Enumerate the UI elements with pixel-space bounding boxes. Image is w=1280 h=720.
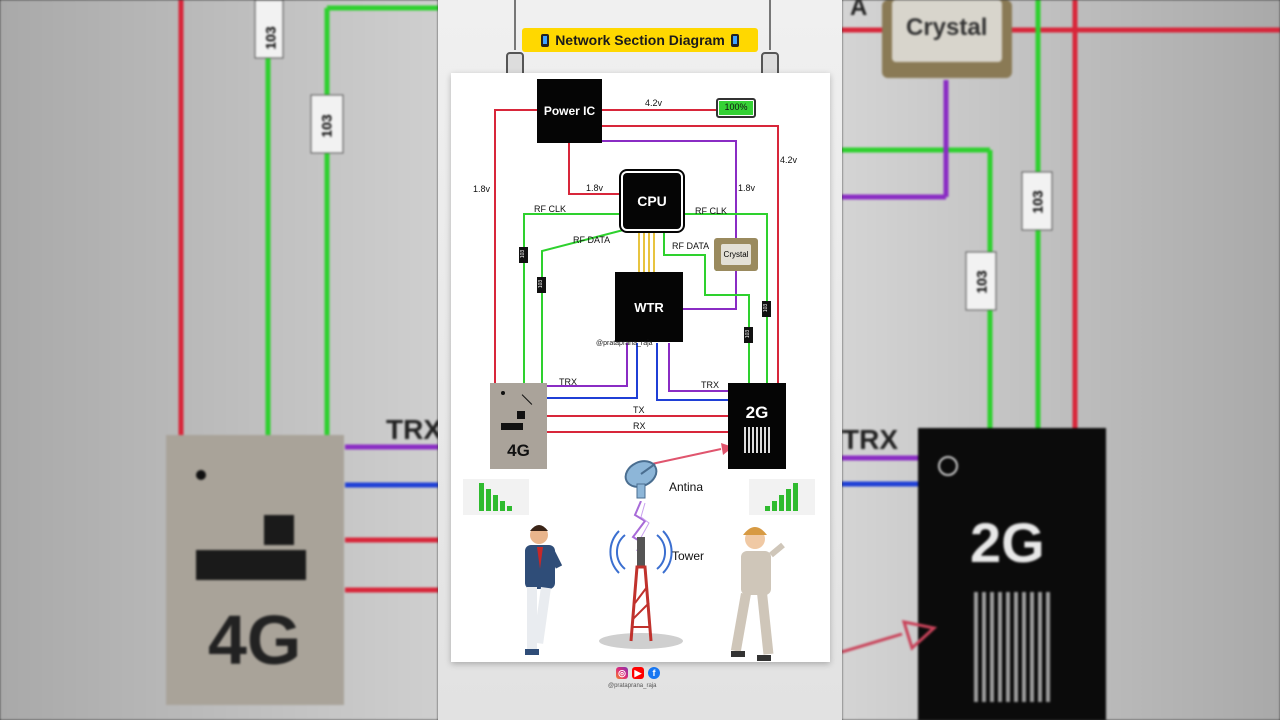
battery-icon: 100% — [716, 98, 756, 118]
background-resistor-label-2: 103 — [318, 114, 335, 138]
footer-handle: @prataprana_raja — [608, 683, 657, 689]
trx-label-right: TRX — [701, 380, 719, 390]
youtube-icon[interactable]: ▶ — [632, 667, 644, 679]
background-resistor-label-4: 103 — [1029, 190, 1046, 214]
instagram-icon[interactable]: ◎ — [616, 667, 628, 679]
background-resistor-label-1: 103 — [262, 26, 279, 50]
background-arrow — [842, 620, 938, 654]
voltage-label-1v8-left: 1.8v — [473, 184, 491, 194]
satellite-dish-icon — [624, 460, 658, 499]
background-right-traces — [842, 0, 1280, 720]
voltage-label-4v2-top: 4.2v — [645, 98, 663, 108]
background-trx-label: TRX — [386, 414, 438, 445]
cpu-chip[interactable]: CPU — [623, 173, 681, 229]
voltage-label-1v8-right: 1.8v — [738, 183, 756, 193]
background-4g-label: 4G — [208, 601, 302, 679]
4g-chip-label: 4G — [507, 441, 530, 460]
4g-chip[interactable]: 4G — [490, 383, 547, 469]
4g-chip-marks — [501, 391, 535, 435]
signal-bars-increasing-icon — [749, 479, 815, 515]
background-left-traces — [166, 0, 438, 705]
hanger-right — [769, 0, 771, 50]
social-icons: ◎ ▶ f — [616, 667, 660, 679]
background-4g-marks — [196, 470, 306, 580]
resistor-label: 103 — [763, 303, 770, 313]
background-right: A Crystal 103 103 TRX 2G — [842, 0, 1280, 720]
crystal-component[interactable]: Crystal — [714, 238, 758, 271]
trx-label-left: TRX — [559, 377, 577, 387]
background-2g-matrix — [974, 592, 1050, 702]
antenna-label: Antina — [669, 480, 704, 494]
voltage-label-1v8-cpu: 1.8v — [586, 183, 604, 193]
rf-clk-label-left: RF CLK — [534, 204, 567, 214]
2g-chip[interactable]: 2G — [728, 383, 786, 469]
background-left: 103 103 TRX 4G — [0, 0, 438, 720]
hanger-left — [514, 0, 516, 50]
resistor-label: 103 — [538, 279, 545, 289]
cell-tower-icon — [599, 530, 683, 649]
diagram-sheet: 103 103 103 103 Power IC CPU WTR @pratap… — [451, 73, 830, 662]
signal-bars-decreasing-icon — [463, 479, 529, 515]
background-crystal-label: Crystal — [906, 14, 988, 41]
title-banner: Network Section Diagram — [522, 28, 758, 52]
crystal-label: Crystal — [720, 244, 752, 265]
person-on-phone-right-icon — [730, 527, 785, 661]
mobile-phone-icon — [541, 33, 550, 47]
background-trx-label-right: TRX — [842, 424, 898, 455]
wtr-chip[interactable]: WTR — [615, 272, 683, 342]
resistor-label: 103 — [745, 329, 752, 339]
2g-chip-label: 2G — [745, 403, 769, 422]
person-on-phone-left-icon — [525, 525, 563, 655]
2g-chip-matrix — [744, 427, 770, 453]
tx-label: TX — [633, 405, 645, 415]
diagram-title: Network Section Diagram — [555, 32, 725, 48]
background-resistor-label-3: 103 — [973, 270, 990, 294]
tower-label: Tower — [672, 549, 705, 563]
facebook-icon[interactable]: f — [648, 667, 660, 679]
power-ic-chip[interactable]: Power IC — [537, 79, 602, 143]
rf-data-label-right: RF DATA — [672, 241, 710, 251]
rf-data-label-left: RF DATA — [573, 235, 611, 245]
voltage-label-4v2-right: 4.2v — [780, 155, 798, 165]
rf-clk-label-right: RF CLK — [695, 206, 728, 216]
battery-fill — [719, 101, 753, 115]
background-crystal-letter: A — [850, 0, 868, 21]
battery-level: 100% — [724, 102, 748, 112]
rx-label: RX — [633, 421, 646, 431]
background-2g-label: 2G — [970, 511, 1045, 574]
mobile-phone-icon — [730, 33, 739, 47]
diagram-panel: Network Section Diagram — [438, 0, 842, 720]
resistor-label: 103 — [520, 249, 527, 259]
wtr-watermark: @prataprana_raja — [596, 340, 653, 347]
